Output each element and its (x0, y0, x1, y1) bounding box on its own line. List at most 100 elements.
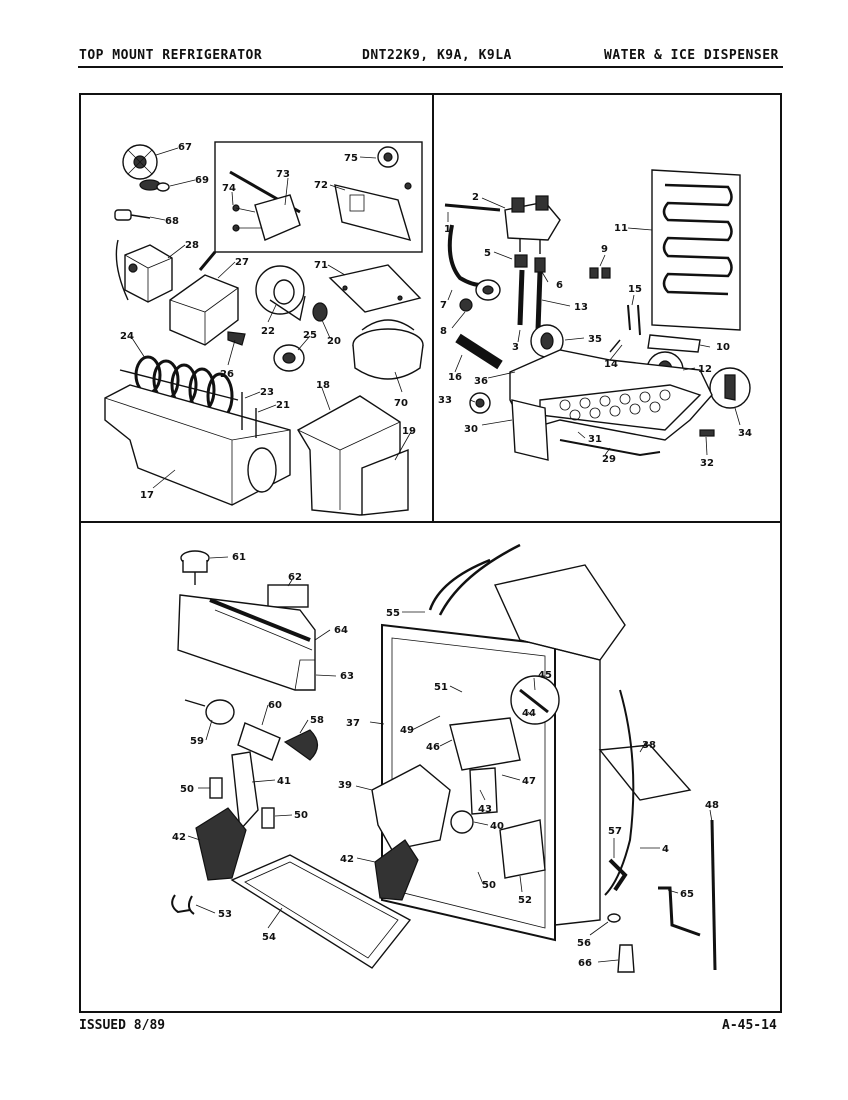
callout-37: 37 (346, 718, 360, 729)
part-58-bulb (283, 729, 319, 761)
callout-62: 62 (288, 572, 302, 583)
part-20-cap (312, 302, 328, 322)
part-31-arm (559, 439, 661, 457)
callout-43: 43 (478, 804, 492, 815)
callout-32: 32 (700, 458, 714, 469)
callout-40: 40 (490, 821, 504, 832)
part-30-housing (511, 399, 549, 461)
callout-57: 57 (608, 826, 622, 837)
part-50-clip-b (261, 807, 275, 829)
callout-2: 2 (472, 192, 479, 203)
callout-27: 27 (235, 257, 249, 268)
header-model-numbers: DNT22K9, K9A, K9LA (362, 48, 512, 63)
part-65-tube (658, 886, 701, 937)
part-36-ice-maker (509, 349, 713, 441)
part-55-tubes (428, 543, 521, 616)
callout-52: 52 (518, 895, 532, 906)
part-41-lever (231, 751, 259, 832)
callout-21: 21 (276, 400, 290, 411)
callout-55: 55 (386, 608, 400, 619)
part-6-fitting (534, 257, 546, 273)
callout-7: 7 (440, 300, 447, 311)
part-71-plate (328, 264, 422, 313)
callout-65: 65 (680, 889, 694, 900)
callout-46: 46 (426, 742, 440, 753)
part-14-wire (609, 339, 621, 353)
part-42-pad-right (374, 839, 419, 901)
callout-73: 73 (276, 169, 290, 180)
part-52-motor (499, 819, 546, 879)
part-3-tube (517, 269, 525, 326)
callout-66: 66 (578, 958, 592, 969)
callout-74: 74 (222, 183, 236, 194)
header-model-type: TOP MOUNT REFRIGERATOR (79, 48, 263, 63)
callout-8: 8 (440, 326, 447, 337)
part-43-actuator (469, 767, 498, 815)
panel-ice-bucket (104, 141, 424, 516)
callout-50-a: 50 (180, 784, 194, 795)
part-11-heater (651, 169, 741, 331)
callout-72: 72 (314, 180, 328, 191)
callout-67: 67 (178, 142, 192, 153)
part-57-elbow (608, 858, 628, 892)
callout-49: 49 (400, 725, 414, 736)
part-28-motor (115, 239, 173, 303)
callout-56: 56 (577, 938, 591, 949)
callout-4: 4 (662, 844, 669, 855)
callout-39: 39 (338, 780, 352, 791)
part-22-cam (255, 265, 306, 322)
part-69-nut (139, 179, 170, 192)
callout-44: 44 (522, 708, 536, 719)
part-17-bucket (104, 384, 291, 506)
callout-70: 70 (394, 398, 408, 409)
callout-5: 5 (484, 248, 491, 259)
part-4-tube (604, 689, 635, 896)
callout-17: 17 (140, 490, 154, 501)
callout-13: 13 (574, 302, 588, 313)
part-67-gear (122, 144, 158, 180)
callout-26: 26 (220, 369, 234, 380)
part-19-panel (361, 448, 409, 516)
callout-60: 60 (268, 700, 282, 711)
panel-ice-maker (444, 169, 751, 461)
part-63-housing (177, 594, 316, 691)
part-8-ring (475, 279, 501, 301)
part-53-spring (171, 894, 195, 915)
callout-71: 71 (314, 260, 328, 271)
part-39-flap (371, 764, 451, 851)
callout-48: 48 (705, 800, 719, 811)
callout-42-b: 42 (340, 854, 354, 865)
callout-36: 36 (474, 376, 488, 387)
callout-20: 20 (327, 336, 341, 347)
part-13-tube (535, 271, 543, 331)
callout-30: 30 (464, 424, 478, 435)
part-38-insulation (598, 744, 692, 801)
callout-1: 1 (444, 224, 451, 235)
callout-28: 28 (185, 240, 199, 251)
callout-42-a: 42 (172, 832, 186, 843)
part-42-pad-left (195, 807, 247, 881)
callout-9: 9 (601, 244, 608, 255)
footer-page-code: A-45-14 (722, 1018, 777, 1033)
outer-frame (79, 93, 782, 1013)
callout-12: 12 (698, 364, 712, 375)
callout-51: 51 (434, 682, 448, 693)
panel-dispenser (171, 543, 717, 973)
part-8-washer (459, 298, 473, 312)
part-25-gear (273, 344, 305, 372)
callout-25: 25 (303, 330, 317, 341)
callout-31: 31 (588, 434, 602, 445)
part-61-switch (180, 550, 210, 585)
part-60-lamp (237, 722, 281, 761)
callout-14: 14 (604, 359, 618, 370)
part-2-valve (504, 195, 561, 254)
part-59-socket (184, 699, 235, 725)
callout-34: 34 (738, 428, 752, 439)
part-68-screw (114, 209, 151, 221)
callout-15: 15 (628, 284, 642, 295)
callout-63: 63 (340, 671, 354, 682)
part-48-rod (710, 819, 717, 971)
part-34-lever (709, 367, 751, 409)
part-33-gear (469, 392, 491, 414)
